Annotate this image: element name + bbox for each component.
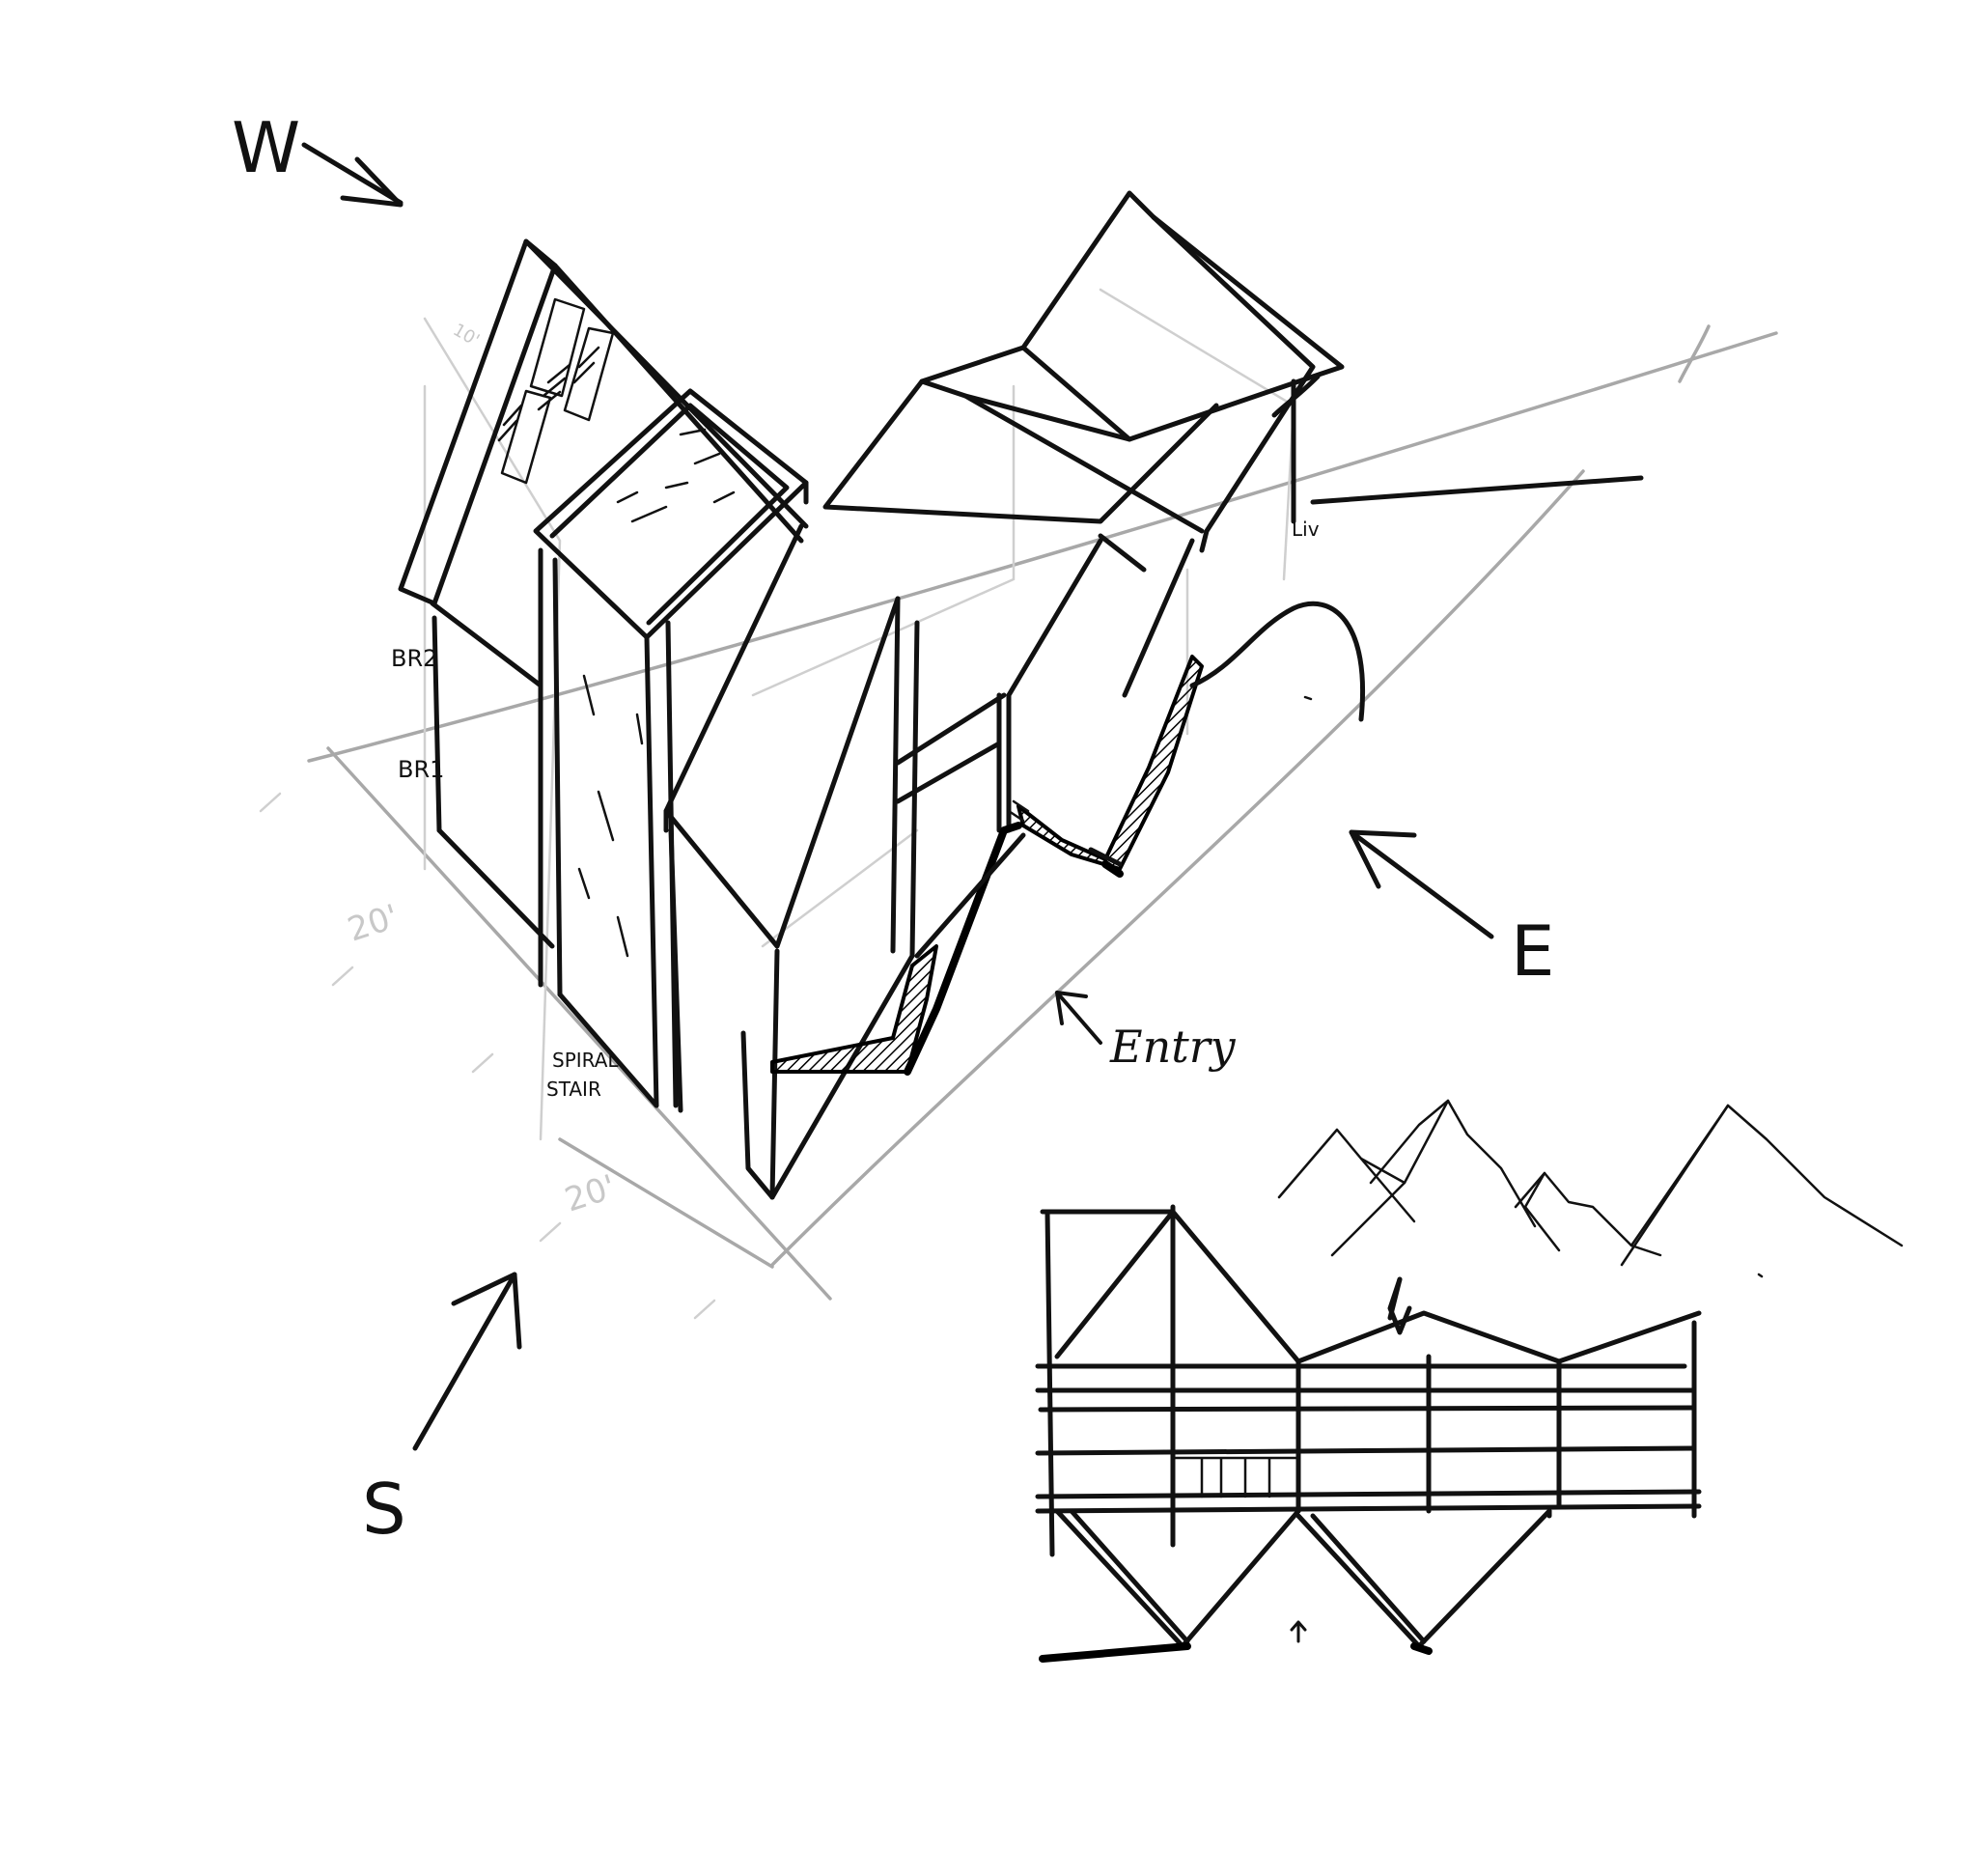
east-label: E: [1511, 910, 1555, 992]
br2-label: BR2: [391, 645, 437, 672]
spiral-stair-tower: [533, 388, 809, 1108]
entry-arrow-icon: [1055, 991, 1102, 1045]
spiral-label: SPIRAL: [552, 1049, 619, 1072]
south-label: S: [362, 1469, 406, 1550]
hill-curve: [1189, 601, 1365, 722]
entry-volume: [663, 523, 920, 1200]
mountains-icon: [1277, 1099, 1904, 1267]
stair-label: STAIR: [546, 1078, 601, 1101]
bedroom-wing: [398, 238, 809, 949]
hill-dot: [1303, 695, 1313, 701]
east-arrow-icon: [1349, 829, 1494, 939]
west-arrow-icon: [301, 142, 404, 208]
dimension-label-b: 20': [560, 1167, 620, 1219]
entry-label: Entry: [1109, 1021, 1237, 1073]
br1-label: BR1: [398, 756, 444, 783]
elevation-sketch: [1035, 1099, 1904, 1663]
living-wing: [822, 190, 1644, 833]
hatched-deck: [770, 655, 1204, 1076]
south-arrow-icon: [412, 1272, 522, 1451]
solar-panels-icon: [497, 297, 615, 485]
height-label: 10': [450, 320, 484, 350]
west-label: W: [232, 107, 300, 188]
dimension-label-a: 20': [343, 897, 403, 949]
living-label: Liv: [1292, 518, 1320, 541]
